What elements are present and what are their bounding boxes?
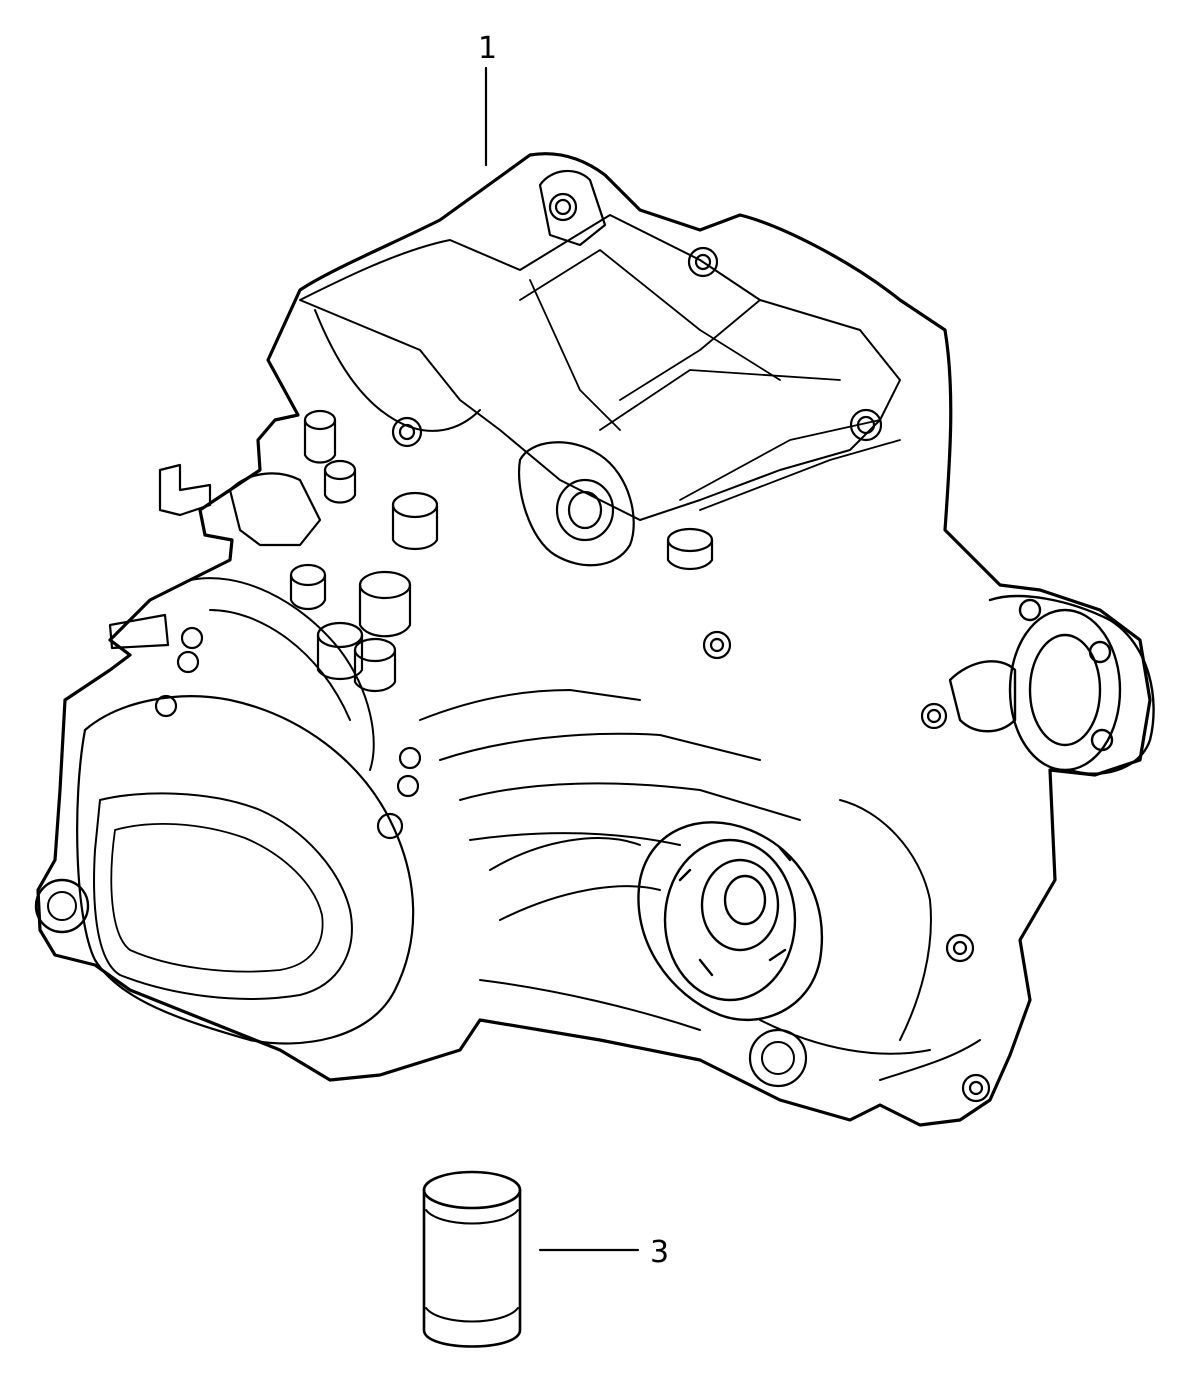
output-flange (948, 594, 1155, 775)
mounting-ears (154, 169, 991, 1103)
gearbox-assembly (34, 152, 1155, 1127)
sleeve-part (422, 1170, 522, 1348)
callout-label-1: 1 (478, 31, 497, 66)
housing-ribs (189, 577, 801, 846)
sensor-cluster (108, 409, 714, 693)
callout-label-3: 3 (650, 1235, 669, 1270)
drive-flange (637, 821, 824, 1022)
drain-plug (34, 878, 90, 934)
gearbox-outline (36, 152, 1152, 1127)
shift-port (518, 441, 635, 567)
front-cover (76, 695, 415, 1045)
upper-housing (299, 214, 901, 521)
lower-housing (479, 799, 981, 1081)
front-cover-panel (93, 792, 353, 1000)
